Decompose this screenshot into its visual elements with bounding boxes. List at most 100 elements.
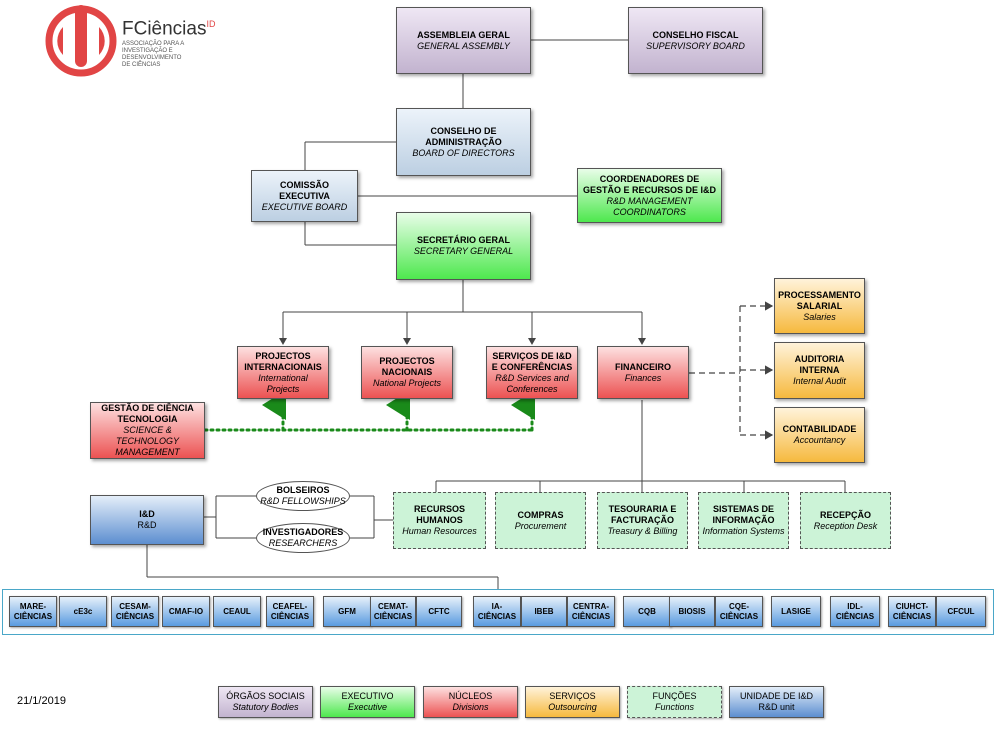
box-title: ASSEMBLEIA GERAL xyxy=(417,29,510,40)
legend-title: ÓRGÃOS SOCIAIS xyxy=(226,691,305,701)
tesouraria-box: TESOURARIA E FACTURAÇÃO Treasury & Billi… xyxy=(597,492,688,549)
box-subtitle: Accountancy xyxy=(793,435,846,445)
box-subtitle: Reception Desk xyxy=(813,520,878,531)
coordenadores-box: COORDENADORES DE GESTÃO E RECURSOS DE I&… xyxy=(577,168,722,223)
legend-subtitle: Divisions xyxy=(452,702,489,712)
box-title: I&D xyxy=(139,509,155,519)
rd-unit: CEMAT-CIÊNCIAS xyxy=(370,596,416,627)
box-title: RECURSOS HUMANOS xyxy=(413,504,465,525)
box-subtitle: R&D xyxy=(137,520,157,530)
box-subtitle: GENERAL ASSEMBLY xyxy=(417,40,510,51)
rd-unit: IBEB xyxy=(521,596,567,627)
rd-unit: CQB xyxy=(623,596,671,627)
box-subtitle: EXECUTIVE BOARD xyxy=(261,201,348,212)
box-subtitle: Salaries xyxy=(803,311,836,322)
legend-functions: FUNÇÕES Functions xyxy=(627,686,722,718)
legend-title: EXECUTIVO xyxy=(341,691,394,701)
box-title: AUDITORIA INTERNA xyxy=(794,354,845,375)
legend-divisions: NÚCLEOS Divisions xyxy=(423,686,518,718)
auditoria-interna-box: AUDITORIA INTERNA Internal Audit xyxy=(774,342,865,399)
servicos-id-box: SERVIÇOS DE I&D E CONFERÊNCIAS R&D Servi… xyxy=(486,346,578,399)
box-subtitle: Finances xyxy=(624,372,662,383)
box-subtitle: SECRETARY GENERAL xyxy=(413,246,514,256)
projectos-nacionais-box: PROJECTOS NACIONAIS National Projects xyxy=(361,346,453,399)
legend-title: UNIDADE DE I&D xyxy=(739,691,813,701)
box-title: TESOURARIA E FACTURAÇÃO xyxy=(608,504,677,525)
box-title: SECRETÁRIO GERAL xyxy=(416,235,510,245)
legend-title: NÚCLEOS xyxy=(448,691,493,701)
logo-tagline-line: DESENVOLVIMENTO xyxy=(122,55,182,62)
rd-unit: CEAFEL-CIÊNCIAS xyxy=(266,596,314,627)
logo-tagline-line: INVESTIGAÇÃO E xyxy=(122,48,173,55)
logo-tagline-line: ASSOCIAÇÃO PARA A xyxy=(122,41,185,48)
legend-subtitle: Outsourcing xyxy=(548,702,597,712)
assembleia-geral-box: ASSEMBLEIA GERAL GENERAL ASSEMBLY xyxy=(396,7,531,74)
box-title: CONTABILIDADE xyxy=(782,424,857,434)
logo-text: FCiênciasID ASSOCIAÇÃO PARA A INVESTIGAÇ… xyxy=(122,14,215,69)
rd-unit: CIUHCT-CIÊNCIAS xyxy=(888,596,936,627)
legend-statutory-bodies: ÓRGÃOS SOCIAIS Statutory Bodies xyxy=(218,686,313,718)
rececao-box: RECEPÇÃO Reception Desk xyxy=(800,492,891,549)
box-title: GESTÃO DE CIÊNCIA TECNOLOGIA xyxy=(101,403,194,424)
ellipse-title: BOLSEIROS xyxy=(276,485,330,495)
logo-name: FCiências xyxy=(122,18,207,40)
conselho-administracao-box: CONSELHO DE ADMINISTRAÇÃO BOARD OF DIREC… xyxy=(396,108,531,176)
box-subtitle: R&D MANAGEMENT COORDINATORS xyxy=(606,195,693,217)
sistemas-informacao-box: SISTEMAS DE INFORMAÇÃO Information Syste… xyxy=(698,492,789,549)
box-title: CONSELHO FISCAL xyxy=(652,29,739,40)
rd-unit: CMAF-IO xyxy=(162,596,210,627)
conselho-fiscal-box: CONSELHO FISCAL SUPERVISORY BOARD xyxy=(628,7,763,74)
box-subtitle: SCIENCE & TECHNOLOGY MANAGEMENT xyxy=(115,425,180,457)
legend-outsourcing: SERVIÇOS Outsourcing xyxy=(525,686,620,718)
gestao-ciencia-box: GESTÃO DE CIÊNCIA TECNOLOGIA SCIENCE & T… xyxy=(90,402,205,459)
ellipse-subtitle: RESEARCHERS xyxy=(268,538,338,548)
projectos-internacionais-box: PROJECTOS INTERNACIONAIS International P… xyxy=(237,346,329,399)
box-title: COMPRAS xyxy=(517,509,564,520)
box-title: SERVIÇOS DE I&D E CONFERÊNCIAS xyxy=(491,350,573,372)
box-subtitle: National Projects xyxy=(372,378,442,388)
recursos-humanos-box: RECURSOS HUMANOS Human Resources xyxy=(393,492,486,549)
investigadores-ellipse: INVESTIGADORES RESEARCHERS xyxy=(256,523,350,553)
rd-unit: GFM xyxy=(323,596,371,627)
financeiro-box: FINANCEIRO Finances xyxy=(597,346,689,399)
ellipse-subtitle: R&D FELLOWSHIPS xyxy=(260,496,346,506)
box-title: FINANCEIRO xyxy=(615,361,671,372)
logo-superscript: ID xyxy=(206,19,216,29)
rd-unit: cE3c xyxy=(59,596,107,627)
box-subtitle: Information Systems xyxy=(702,526,785,536)
box-subtitle: Human Resources xyxy=(402,526,477,536)
legend-subtitle: Statutory Bodies xyxy=(232,702,299,712)
secretario-geral-box: SECRETÁRIO GERAL SECRETARY GENERAL xyxy=(396,212,531,280)
box-subtitle: Procurement xyxy=(514,520,567,531)
box-title: COORDENADORES DE GESTÃO E RECURSOS DE I&… xyxy=(582,173,717,195)
box-title: RECEPÇÃO xyxy=(819,509,871,520)
legend-title: SERVIÇOS xyxy=(549,691,596,701)
box-subtitle: International Projects xyxy=(258,372,308,394)
ellipse-title: INVESTIGADORES xyxy=(262,527,344,537)
rd-unit: CFTC xyxy=(416,596,462,627)
rd-unit: CQE-CIÊNCIAS xyxy=(715,596,763,627)
rd-unit: IDL-CIÊNCIAS xyxy=(830,596,880,627)
rd-unit: CENTRA-CIÊNCIAS xyxy=(567,596,615,627)
box-subtitle: BOARD OF DIRECTORS xyxy=(412,147,515,158)
bolseiros-ellipse: BOLSEIROS R&D FELLOWSHIPS xyxy=(256,481,350,511)
box-subtitle: Internal Audit xyxy=(793,376,846,386)
box-title: CONSELHO DE ADMINISTRAÇÃO xyxy=(425,125,502,147)
id-box: I&D R&D xyxy=(90,495,204,545)
rd-unit: CEAUL xyxy=(213,596,261,627)
comissao-executiva-box: COMISSÃO EXECUTIVA EXECUTIVE BOARD xyxy=(251,170,358,222)
legend-rd-unit: UNIDADE DE I&D R&D unit xyxy=(729,686,824,718)
legend-executive: EXECUTIVO Executive xyxy=(320,686,415,718)
box-title: PROCESSAMENTO SALARIAL xyxy=(778,289,861,311)
legend-title: FUNÇÕES xyxy=(652,691,697,701)
box-subtitle: SUPERVISORY BOARD xyxy=(646,40,745,51)
box-subtitle: R&D Services and Conferences xyxy=(495,372,569,394)
rd-unit: IA-CIÊNCIAS xyxy=(473,596,521,627)
legend-subtitle: Executive xyxy=(347,702,388,712)
logo-tagline-line: DE CIÊNCIAS xyxy=(122,62,161,69)
box-title: COMISSÃO EXECUTIVA xyxy=(279,179,330,201)
rd-unit: CFCUL xyxy=(936,596,986,627)
rd-unit: MARE-CIÊNCIAS xyxy=(9,596,57,627)
date-label: 21/1/2019 xyxy=(17,695,66,707)
